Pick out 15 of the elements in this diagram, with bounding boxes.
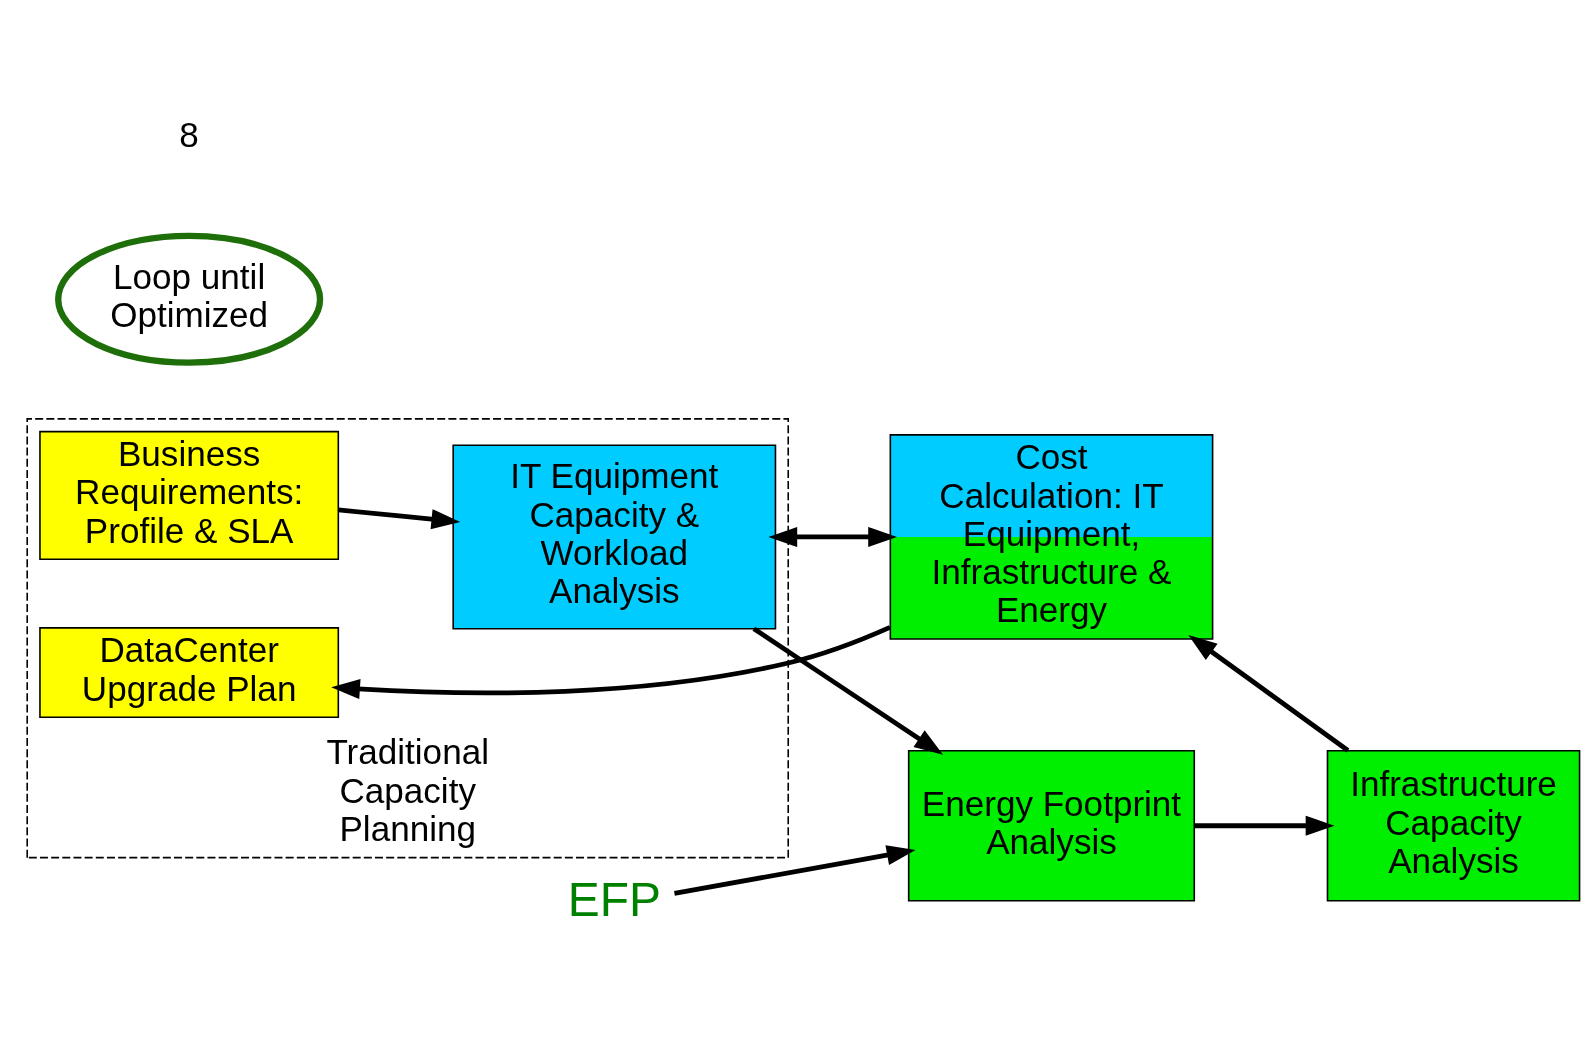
arrow xyxy=(338,507,461,529)
arrow xyxy=(1188,634,1350,752)
arrow xyxy=(331,624,891,699)
arrow xyxy=(1194,815,1335,836)
node-box: Business Requirements: Profile & SLA xyxy=(39,430,340,560)
arrow xyxy=(768,526,897,547)
node-text: EFP xyxy=(567,872,661,926)
arrow xyxy=(752,626,944,755)
node-box: IT Equipment Capacity & Workload Analysis xyxy=(452,443,777,629)
node-box: Infrastructure Capacity Analysis xyxy=(1326,749,1581,901)
node-ellipse: Loop until Optimized xyxy=(55,232,324,366)
arrow xyxy=(674,844,916,896)
node-box: DataCenter Upgrade Plan xyxy=(39,626,340,718)
label: 8 xyxy=(179,114,199,154)
node-box: Energy Footprint Analysis xyxy=(907,749,1196,901)
